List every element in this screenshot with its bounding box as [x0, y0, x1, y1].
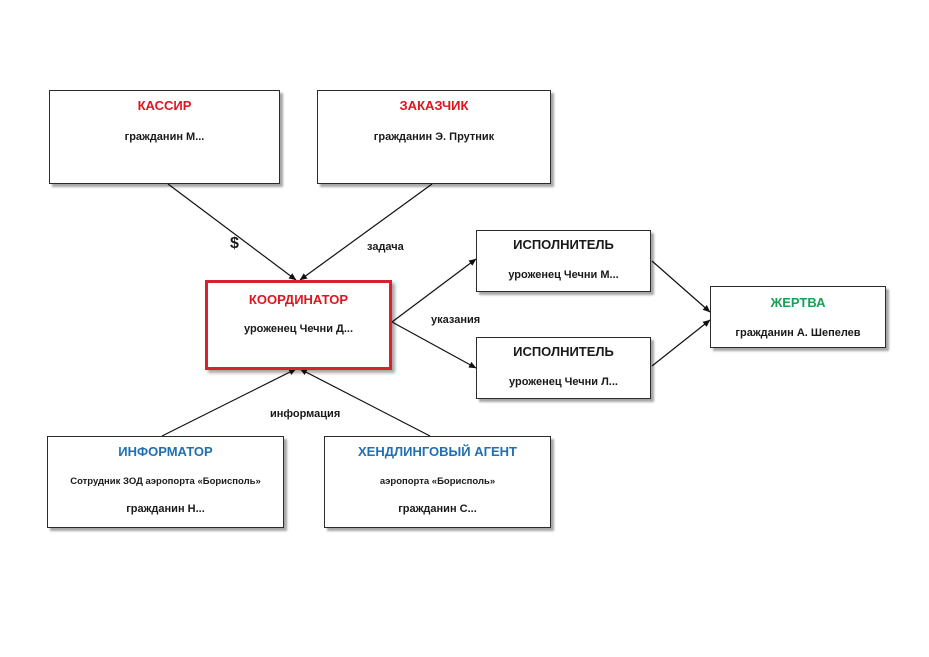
- victim-person: гражданин А. Шепелев: [735, 327, 861, 339]
- informer-box: ИНФОРМАТОР Сотрудник ЗОД аэропорта «Бори…: [47, 436, 284, 528]
- cashier-box: КАССИР гражданин М...: [49, 90, 280, 184]
- victim-title: ЖЕРТВА: [770, 295, 826, 310]
- customer-title: ЗАКАЗЧИК: [399, 98, 469, 113]
- customer-box: ЗАКАЗЧИК гражданин Э. Прутник: [317, 90, 551, 184]
- coordinator-person: уроженец Чечни Д...: [243, 323, 354, 335]
- handling-agent-detail: аэропорта «Борисполь»: [379, 476, 496, 487]
- cashier-person: гражданин М...: [124, 131, 205, 143]
- executor1-title: ИСПОЛНИТЕЛЬ: [513, 237, 614, 252]
- informer-person: гражданин Н...: [126, 503, 205, 515]
- edge-executor1-victim: [651, 260, 711, 313]
- coordinator-title: КООРДИНАТОР: [248, 292, 349, 307]
- edge-handling-coordinator: [299, 368, 431, 437]
- task-label: задача: [367, 241, 404, 253]
- coordinator-box: КООРДИНАТОР уроженец Чечни Д...: [205, 280, 392, 370]
- executor1-box: ИСПОЛНИТЕЛЬ уроженец Чечни М...: [476, 230, 651, 292]
- edge-coordinator-executor2: [391, 321, 477, 369]
- instructions-label: указания: [431, 314, 481, 326]
- informer-title: ИНФОРМАТОР: [118, 444, 213, 459]
- handling-agent-person: гражданин С...: [398, 503, 477, 515]
- executor2-box: ИСПОЛНИТЕЛЬ уроженец Чечни Л...: [476, 337, 651, 399]
- executor2-title: ИСПОЛНИТЕЛЬ: [513, 344, 614, 359]
- money-label: $: [230, 235, 239, 252]
- information-label: информация: [270, 408, 341, 420]
- informer-detail: Сотрудник ЗОД аэропорта «Борисполь»: [70, 476, 261, 487]
- victim-box: ЖЕРТВА гражданин А. Шепелев: [710, 286, 886, 348]
- edge-coordinator-executor1: [391, 258, 477, 323]
- cashier-title: КАССИР: [137, 98, 192, 113]
- executor1-person: уроженец Чечни М...: [508, 269, 619, 281]
- edge-informer-coordinator: [161, 368, 297, 437]
- executor2-person: уроженец Чечни Л...: [509, 376, 618, 388]
- handling-agent-box: ХЕНДЛИНГОВЫЙ АГЕНТ аэропорта «Борисполь»…: [324, 436, 551, 528]
- edge-cashier-coordinator: [167, 183, 297, 281]
- handling-agent-title: ХЕНДЛИНГОВЫЙ АГЕНТ: [358, 444, 517, 459]
- customer-person: гражданин Э. Прутник: [373, 131, 495, 143]
- edge-executor2-victim: [651, 319, 711, 367]
- edge-customer-coordinator: [299, 183, 433, 281]
